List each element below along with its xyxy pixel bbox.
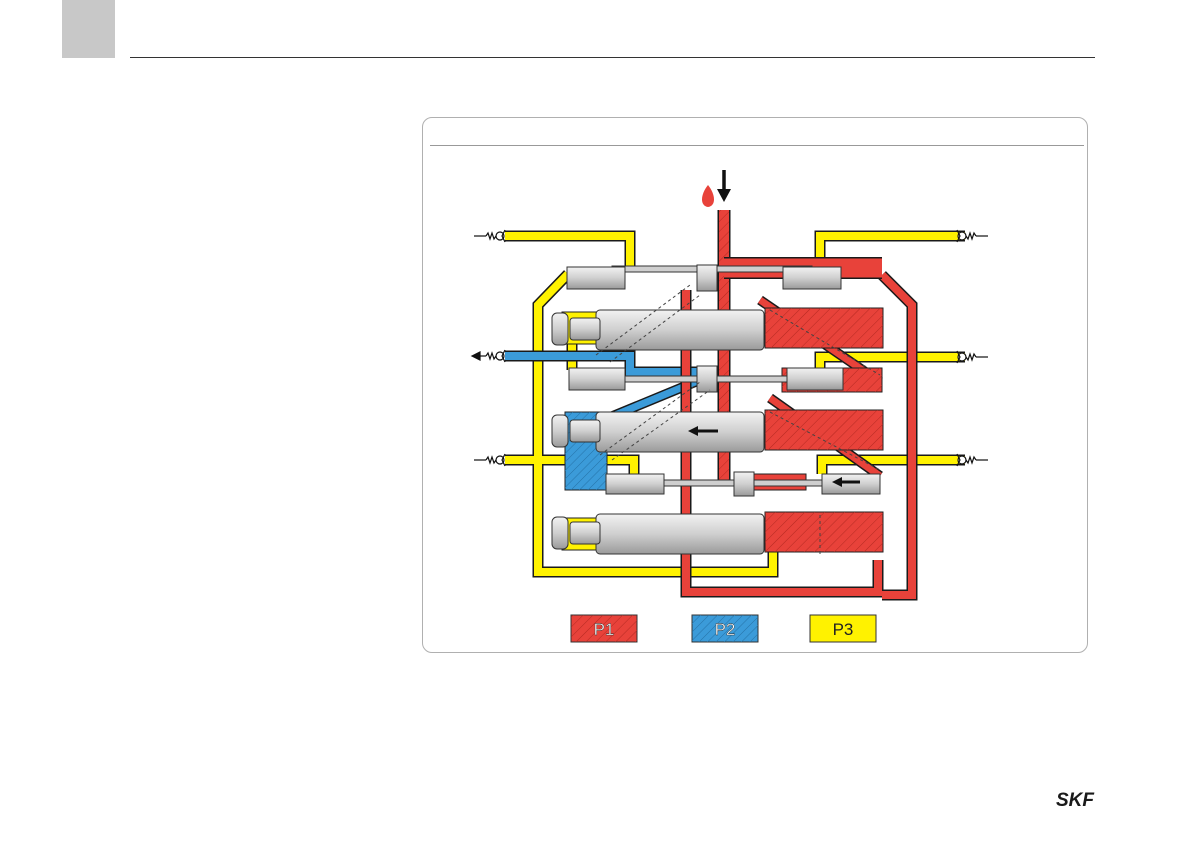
legend-label-p1: P1 <box>594 620 615 639</box>
check-valve-icon <box>472 350 505 362</box>
check-valve-icon <box>474 454 505 466</box>
main-pistons <box>552 310 764 554</box>
check-valve-icon <box>957 454 988 466</box>
check-valve-icon <box>474 230 505 242</box>
legend-item-p1: P1 <box>571 615 637 642</box>
legend-label-p3: P3 <box>833 620 854 639</box>
check-valve-icon <box>957 351 988 363</box>
legend-item-p2: P2 <box>692 615 758 642</box>
legend-label-p2: P2 <box>715 620 736 639</box>
legend-item-p3: P3 <box>810 615 876 642</box>
legend: P1 P2 P3 <box>571 615 876 642</box>
drop-icon <box>702 185 714 207</box>
logo-text: SKF <box>1056 790 1095 811</box>
inflow-arrow-icon <box>717 170 731 202</box>
check-valve-icon <box>957 230 988 242</box>
skf-logo: SKF <box>1056 790 1095 811</box>
